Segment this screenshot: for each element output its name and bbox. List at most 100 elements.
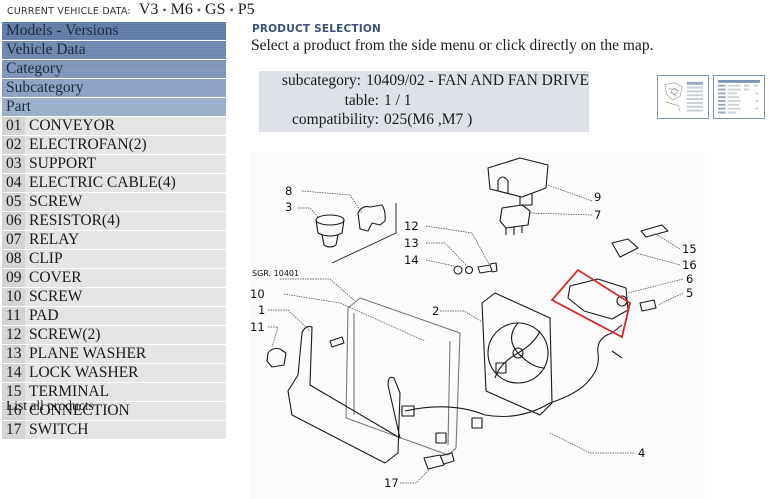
part-2-electrofan[interactable] — [481, 292, 553, 416]
part-name: COVER — [25, 269, 226, 287]
callout-5[interactable]: 5 — [686, 286, 693, 300]
part-name: SUPPORT — [25, 155, 226, 173]
part-number: 07 — [2, 231, 25, 249]
part-15-terminal[interactable] — [640, 224, 669, 238]
part-name: RESISTOR(4) — [25, 212, 226, 230]
part-7-relay[interactable] — [499, 204, 531, 235]
part-number: 09 — [2, 269, 25, 287]
separator-dot: • — [196, 3, 202, 17]
part-name: CONNECTION — [25, 402, 226, 420]
part-1-conveyor[interactable] — [287, 326, 401, 464]
callout-17[interactable]: 17 — [384, 476, 399, 490]
part-8-clip[interactable] — [357, 204, 386, 232]
part-number: 16 — [2, 402, 25, 420]
callout-12[interactable]: 12 — [404, 219, 419, 233]
callout-10[interactable]: 10 — [250, 287, 265, 301]
callout-8[interactable]: 8 — [285, 184, 292, 198]
part-name: PLANE WASHER — [25, 345, 226, 363]
part-name: CLIP — [25, 250, 226, 268]
part-number: 05 — [2, 193, 25, 211]
part-number: 14 — [2, 364, 25, 382]
callout-1[interactable]: 1 — [258, 303, 265, 317]
menu-vehicle-data[interactable]: Vehicle Data — [2, 41, 226, 59]
part-13-plane-washer[interactable] — [464, 265, 474, 275]
info-value: 10409/02 - FAN AND FAN DRIVE — [366, 72, 589, 89]
part-11-pad[interactable] — [266, 347, 287, 368]
callout-3[interactable]: 3 — [285, 200, 292, 214]
exploded-parts-diagram[interactable]: 8 3 9 7 12 13 14 15 16 6 5 SGR. 10401 10… — [250, 153, 705, 499]
menu-subcategory[interactable]: Subcategory — [2, 79, 226, 97]
part-17-switch[interactable] — [423, 452, 455, 470]
part-number: 17 — [2, 421, 25, 439]
info-value: 025(M6 ,M7 ) — [384, 111, 473, 128]
part-12-screw[interactable] — [477, 262, 498, 274]
part-number: 10 — [2, 288, 25, 306]
info-value: 1 / 1 — [384, 91, 412, 109]
part-9-cover[interactable] — [487, 157, 549, 206]
current-vehicle-data: CURRENT VEHICLE DATA: V3 • M6 • GS • P5 — [7, 1, 255, 21]
subcategory-info-box: subcategory: 10409/02 - FAN AND FAN DRIV… — [259, 71, 589, 132]
part-number: 12 — [2, 326, 25, 344]
side-menu: Models - Versions Vehicle Data Category … — [2, 22, 226, 440]
part-name: SCREW — [25, 288, 226, 306]
part-3-support[interactable] — [315, 214, 345, 248]
callout-7[interactable]: 7 — [594, 208, 601, 222]
part-name: ELECTRIC CABLE(4) — [25, 174, 226, 192]
list-all-products-link[interactable]: List all products — [6, 398, 94, 413]
callout-6[interactable]: 6 — [686, 272, 693, 286]
menu-part[interactable]: Part — [2, 98, 226, 116]
menu-models-versions[interactable]: Models - Versions — [2, 22, 226, 40]
callout-16[interactable]: 16 — [682, 258, 697, 272]
drawing-view-thumbnail[interactable] — [657, 75, 709, 119]
vehicle-code: P5 — [237, 1, 255, 18]
part-name: SCREW — [25, 193, 226, 211]
part-14-lock-washer[interactable] — [453, 265, 463, 275]
callout-2[interactable]: 2 — [432, 304, 439, 318]
table-view-thumbnail[interactable] — [713, 75, 765, 119]
drawing-thumbnail-icon — [661, 79, 705, 116]
part-number: 04 — [2, 174, 25, 192]
callout-11[interactable]: 11 — [250, 320, 265, 334]
part-16-connection[interactable] — [611, 238, 639, 258]
part-number: 02 — [2, 136, 25, 154]
part-number: 06 — [2, 212, 25, 230]
part-name: SWITCH — [25, 421, 226, 439]
part-number: 11 — [2, 307, 25, 325]
part-number: 01 — [2, 117, 25, 135]
highlight-outline — [550, 268, 632, 339]
product-selection-title: PRODUCT SELECTION — [252, 23, 381, 35]
part-name: ELECTROFAN(2) — [25, 136, 226, 154]
part-5-screw[interactable] — [639, 299, 657, 312]
part-number: 13 — [2, 345, 25, 363]
callout-13[interactable]: 13 — [404, 236, 419, 250]
part-number: 08 — [2, 250, 25, 268]
part-name: CONVEYOR — [25, 117, 226, 135]
part-10-screw[interactable] — [329, 336, 345, 348]
callout-15[interactable]: 15 — [682, 242, 697, 256]
callout-14[interactable]: 14 — [404, 253, 419, 267]
callout-9[interactable]: 9 — [594, 190, 601, 204]
part-name: RELAY — [25, 231, 226, 249]
table-thumbnail-icon — [717, 79, 761, 116]
part-name: PAD — [25, 307, 226, 325]
menu-category[interactable]: Category — [2, 60, 226, 78]
vehicle-code: GS — [205, 1, 226, 18]
callout-4[interactable]: 4 — [638, 446, 645, 460]
